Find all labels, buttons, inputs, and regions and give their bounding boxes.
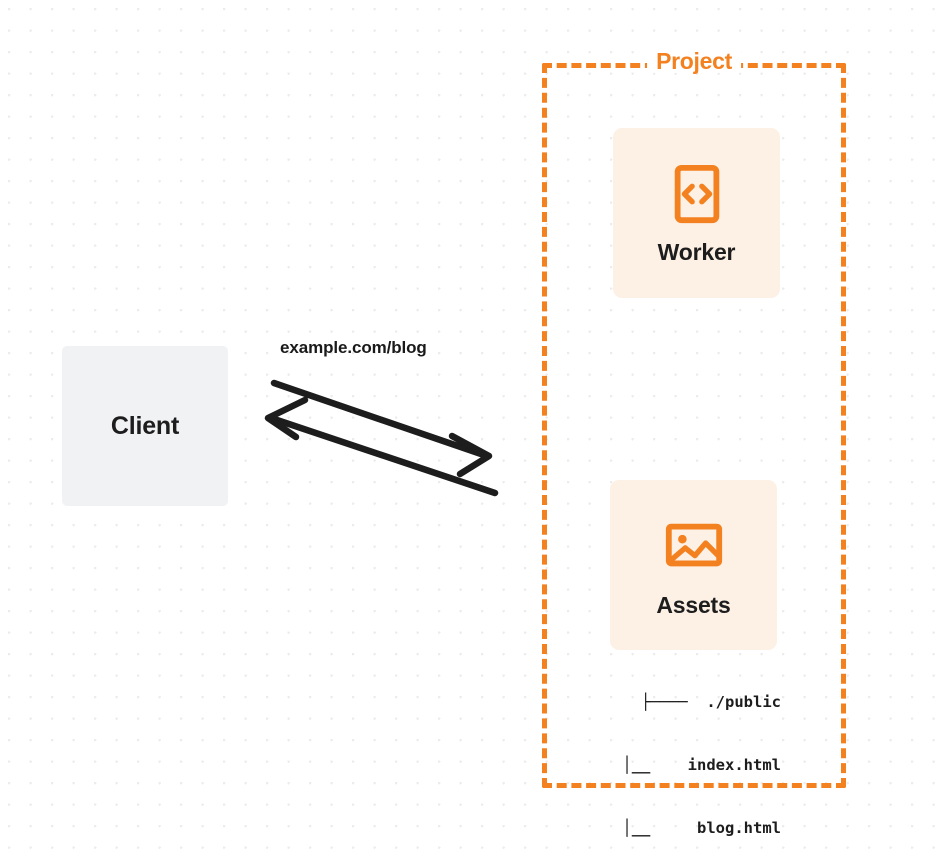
file-tree-row: │__ index.html (622, 756, 781, 774)
image-icon (665, 523, 722, 566)
worker-label: Worker (657, 238, 736, 265)
project-boundary: Project (542, 49, 846, 788)
assets-file-tree: ├──── ./public │__ index.html │__ blog.h… (589, 650, 781, 860)
client-node: Client (62, 346, 228, 506)
client-label: Client (110, 411, 180, 440)
worker-node[interactable]: Worker (613, 128, 780, 298)
code-brackets-icon (674, 164, 719, 223)
file-tree-row: │__ blog.html (622, 819, 781, 837)
project-title: Project (647, 49, 741, 73)
request-arrow-right (270, 379, 493, 478)
file-tree-row: ├──── ./public (641, 693, 781, 711)
response-arrow-left (264, 396, 499, 497)
assets-label: Assets (656, 591, 731, 618)
assets-node[interactable]: Assets (610, 480, 777, 650)
request-url-label: example.com/blog (280, 338, 427, 357)
